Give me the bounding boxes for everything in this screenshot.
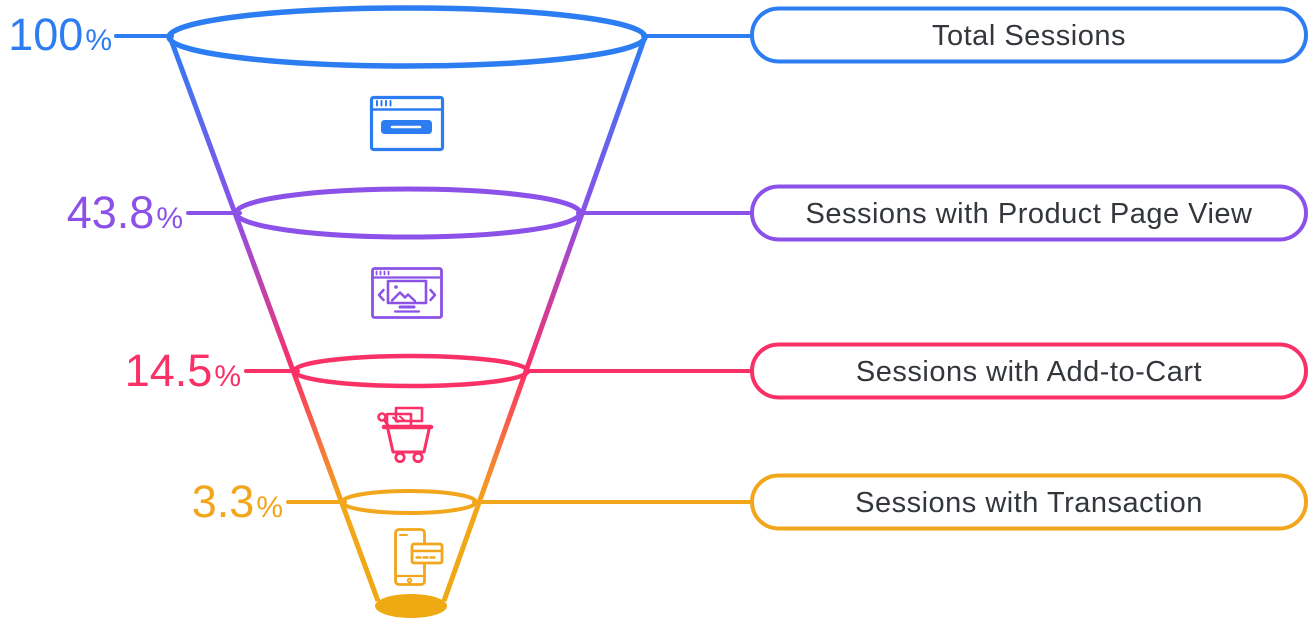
percent-unit: %: [256, 491, 283, 524]
funnel-stage-total-sessions: 100% Total Sessions: [8, 5, 1308, 152]
stage-ring: [291, 353, 531, 389]
stage-ring: [340, 489, 478, 515]
funnel-right-edge: [441, 36, 648, 602]
percent-label: 43.8%: [67, 187, 183, 238]
funnel-stage-transaction: 3.3% Sessions with Transaction: [192, 473, 1308, 586]
percent-value: 3.3: [192, 476, 255, 527]
funnel-stage-add-to-cart: 14.5% Sessions with Add-to-Cart: [125, 342, 1308, 464]
percent-unit: %: [214, 360, 241, 393]
funnel-left-edge: [167, 36, 381, 602]
funnel-stage-product-page-view: 43.8% Sessions with Product Page View: [67, 184, 1308, 319]
stage-label: Sessions with Add-to-Cart: [856, 356, 1202, 388]
stage-label: Total Sessions: [932, 20, 1126, 52]
add-to-cart-icon: [377, 406, 434, 464]
funnel-spout: [375, 594, 447, 618]
mobile-payment-icon: [394, 528, 444, 586]
stage-label-pill: [750, 6, 1308, 64]
percent-value: 43.8: [67, 187, 155, 238]
stage-ring: [166, 5, 648, 69]
stage-label-pill: [750, 473, 1308, 531]
stage-label: Sessions with Product Page View: [806, 198, 1254, 230]
product-page-icon: [371, 267, 443, 319]
percent-label: 14.5%: [125, 345, 241, 396]
percent-value: 100: [8, 9, 83, 60]
browser-window-icon: [369, 95, 445, 152]
stage-ring: [233, 186, 583, 240]
percent-unit: %: [85, 24, 112, 57]
stage-label-pill: [750, 342, 1308, 400]
stage-label: Sessions with Transaction: [855, 487, 1203, 519]
percent-value: 14.5: [125, 345, 213, 396]
percent-label: 100%: [8, 9, 112, 60]
stage-label-pill: [750, 184, 1308, 242]
percent-label: 3.3%: [192, 476, 283, 527]
percent-unit: %: [156, 202, 183, 235]
